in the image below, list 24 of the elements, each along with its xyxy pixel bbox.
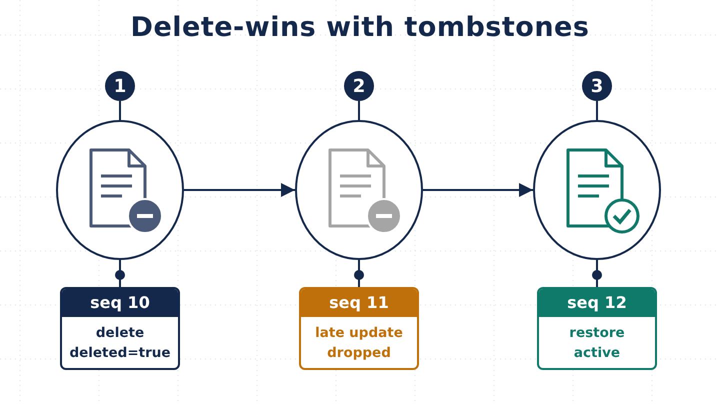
connector-line — [592, 260, 602, 287]
connector-line — [115, 260, 125, 287]
step-description: restore active — [568, 324, 626, 362]
sequence-header: seq 10 — [62, 289, 178, 317]
step-card — [299, 287, 419, 370]
arrow — [423, 183, 533, 197]
step-card — [537, 287, 657, 370]
connector-line — [354, 260, 364, 287]
sequence-header: seq 11 — [301, 289, 417, 317]
step-circle — [295, 120, 423, 260]
connector-line — [596, 101, 598, 120]
step-number-badge: 1 — [105, 71, 135, 101]
diagram-title: Delete-wins with tombstones — [130, 12, 590, 43]
step-number-badge: 2 — [344, 71, 374, 101]
step-circle — [533, 120, 661, 260]
sequence-header: seq 12 — [539, 289, 655, 317]
connector-line — [119, 101, 121, 120]
step-description: delete deleted=true — [68, 324, 172, 362]
connector-line — [358, 101, 360, 120]
step-description: late update dropped — [314, 324, 404, 362]
arrow — [184, 183, 295, 197]
step-circle — [56, 120, 184, 260]
step-number-badge: 3 — [582, 71, 612, 101]
step-card — [60, 287, 180, 370]
